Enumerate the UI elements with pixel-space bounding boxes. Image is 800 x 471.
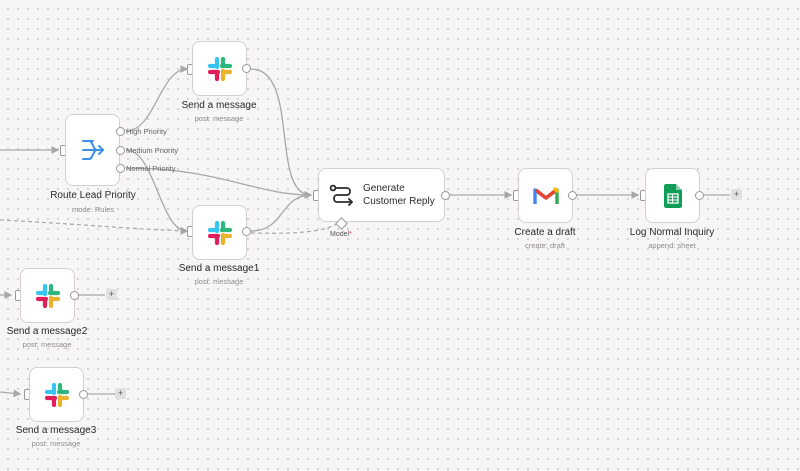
route-output-port-high[interactable] <box>116 127 125 136</box>
send-a-message1-node[interactable] <box>192 205 247 260</box>
log-normal-inquiry-node[interactable] <box>645 168 700 223</box>
slack2-subtitle: post: message <box>194 277 244 286</box>
add-node-button[interactable]: + <box>115 388 126 399</box>
create-a-draft-node[interactable] <box>518 168 573 223</box>
slack1-subtitle: post: message <box>194 114 244 123</box>
slack-icon <box>35 283 60 308</box>
slack3-subtitle: post: message <box>22 340 72 349</box>
route-lead-priority-node[interactable] <box>65 114 120 186</box>
slack4-subtitle: post: message <box>31 439 81 448</box>
route-output-port-normal[interactable] <box>116 164 125 173</box>
slack4-output-port[interactable] <box>79 390 88 399</box>
slack4-title: Send a message3 <box>15 425 97 436</box>
add-node-button[interactable]: + <box>106 289 117 300</box>
model-port-label: Model* <box>330 231 352 238</box>
slack-icon <box>207 220 232 245</box>
edge-slack1-generate <box>250 68 313 199</box>
slack-icon <box>44 382 69 407</box>
edge-high-priority <box>125 65 189 132</box>
add-node-button[interactable]: + <box>731 189 742 200</box>
generate-output-port[interactable] <box>441 191 450 200</box>
branch-label-high: High Priority <box>126 127 167 136</box>
sheet-subtitle: append: sheet <box>648 241 696 250</box>
gmail-icon <box>532 186 559 204</box>
edge-medium-priority <box>125 149 189 235</box>
edge-normal-priority <box>125 167 313 199</box>
sheet-output-port[interactable] <box>695 191 704 200</box>
send-a-message3-node[interactable] <box>29 367 84 422</box>
edge-dashed-into-slack2 <box>0 219 189 235</box>
slack-icon <box>207 56 232 81</box>
edge-model-connection <box>250 221 341 234</box>
edge-slack2-generate <box>250 191 313 232</box>
gmail-title: Create a draft <box>514 227 576 238</box>
edge-into-slack4 <box>0 389 22 398</box>
route-node-title: Route Lead Priority <box>50 190 136 201</box>
sheet-title: Log Normal Inquiry <box>629 227 715 238</box>
slack2-output-port[interactable] <box>242 227 251 236</box>
slack1-title: Send a message <box>181 100 257 111</box>
llm-chain-icon <box>329 184 353 206</box>
send-a-message-node[interactable] <box>192 41 247 96</box>
slack3-output-port[interactable] <box>70 291 79 300</box>
google-sheets-icon <box>663 183 682 208</box>
gmail-subtitle: create: draft <box>524 241 566 250</box>
branch-label-medium: Medium Priority <box>126 146 179 155</box>
route-output-port-medium[interactable] <box>116 146 125 155</box>
gmail-output-port[interactable] <box>568 191 577 200</box>
generate-title: Generate Customer Reply <box>363 183 435 207</box>
send-a-message2-node[interactable] <box>20 268 75 323</box>
slack1-output-port[interactable] <box>242 64 251 73</box>
route-node-subtitle: mode: Rules <box>71 205 115 214</box>
slack3-title: Send a message2 <box>6 326 88 337</box>
slack2-title: Send a message1 <box>178 263 260 274</box>
switch-icon <box>81 140 104 160</box>
generate-customer-reply-node[interactable]: Generate Customer Reply <box>318 168 445 222</box>
branch-label-normal: Normal Priority <box>126 164 176 173</box>
